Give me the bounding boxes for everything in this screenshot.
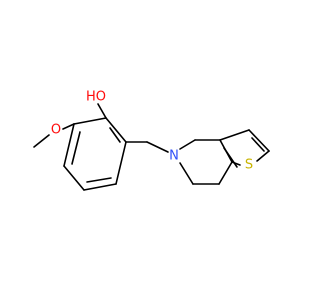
bond-c6-o-methoxy xyxy=(62,123,75,130)
bond-c3a-c3 xyxy=(219,129,250,141)
bond-c3-c4 xyxy=(83,183,117,191)
bond-c5-c6 xyxy=(63,123,75,167)
structure-canvas: HO O N S xyxy=(33,89,270,191)
aromatic-inner-3 xyxy=(71,131,81,165)
thiophene-double-1 xyxy=(223,147,238,168)
methoxy-oxygen-label: O xyxy=(51,123,61,138)
bond-c4-c5 xyxy=(63,165,85,191)
bond-ch2-n xyxy=(146,141,169,153)
bond-c2-c3 xyxy=(115,141,127,185)
aromatic-inner-2 xyxy=(86,177,112,183)
nitrogen-label: N xyxy=(169,149,179,164)
bond-c2-s xyxy=(256,150,270,162)
bond-c3-c2 xyxy=(248,129,270,152)
bond-n-c4 xyxy=(179,139,196,150)
molecule-structure: HO O N S xyxy=(33,90,270,191)
bond-c7a-c7 xyxy=(218,161,233,185)
thiophene-double-2 xyxy=(251,137,265,152)
aromatic-inner-1 xyxy=(109,127,121,143)
bond-c6-n xyxy=(179,162,194,185)
sulfur-label: S xyxy=(245,158,253,173)
bond-c1-c2 xyxy=(105,117,127,143)
bond-o-methyl xyxy=(33,134,50,148)
bond-c1-oh xyxy=(97,103,107,119)
bond-c6-c1 xyxy=(73,117,107,125)
hydroxyl-label: HO xyxy=(86,90,106,105)
